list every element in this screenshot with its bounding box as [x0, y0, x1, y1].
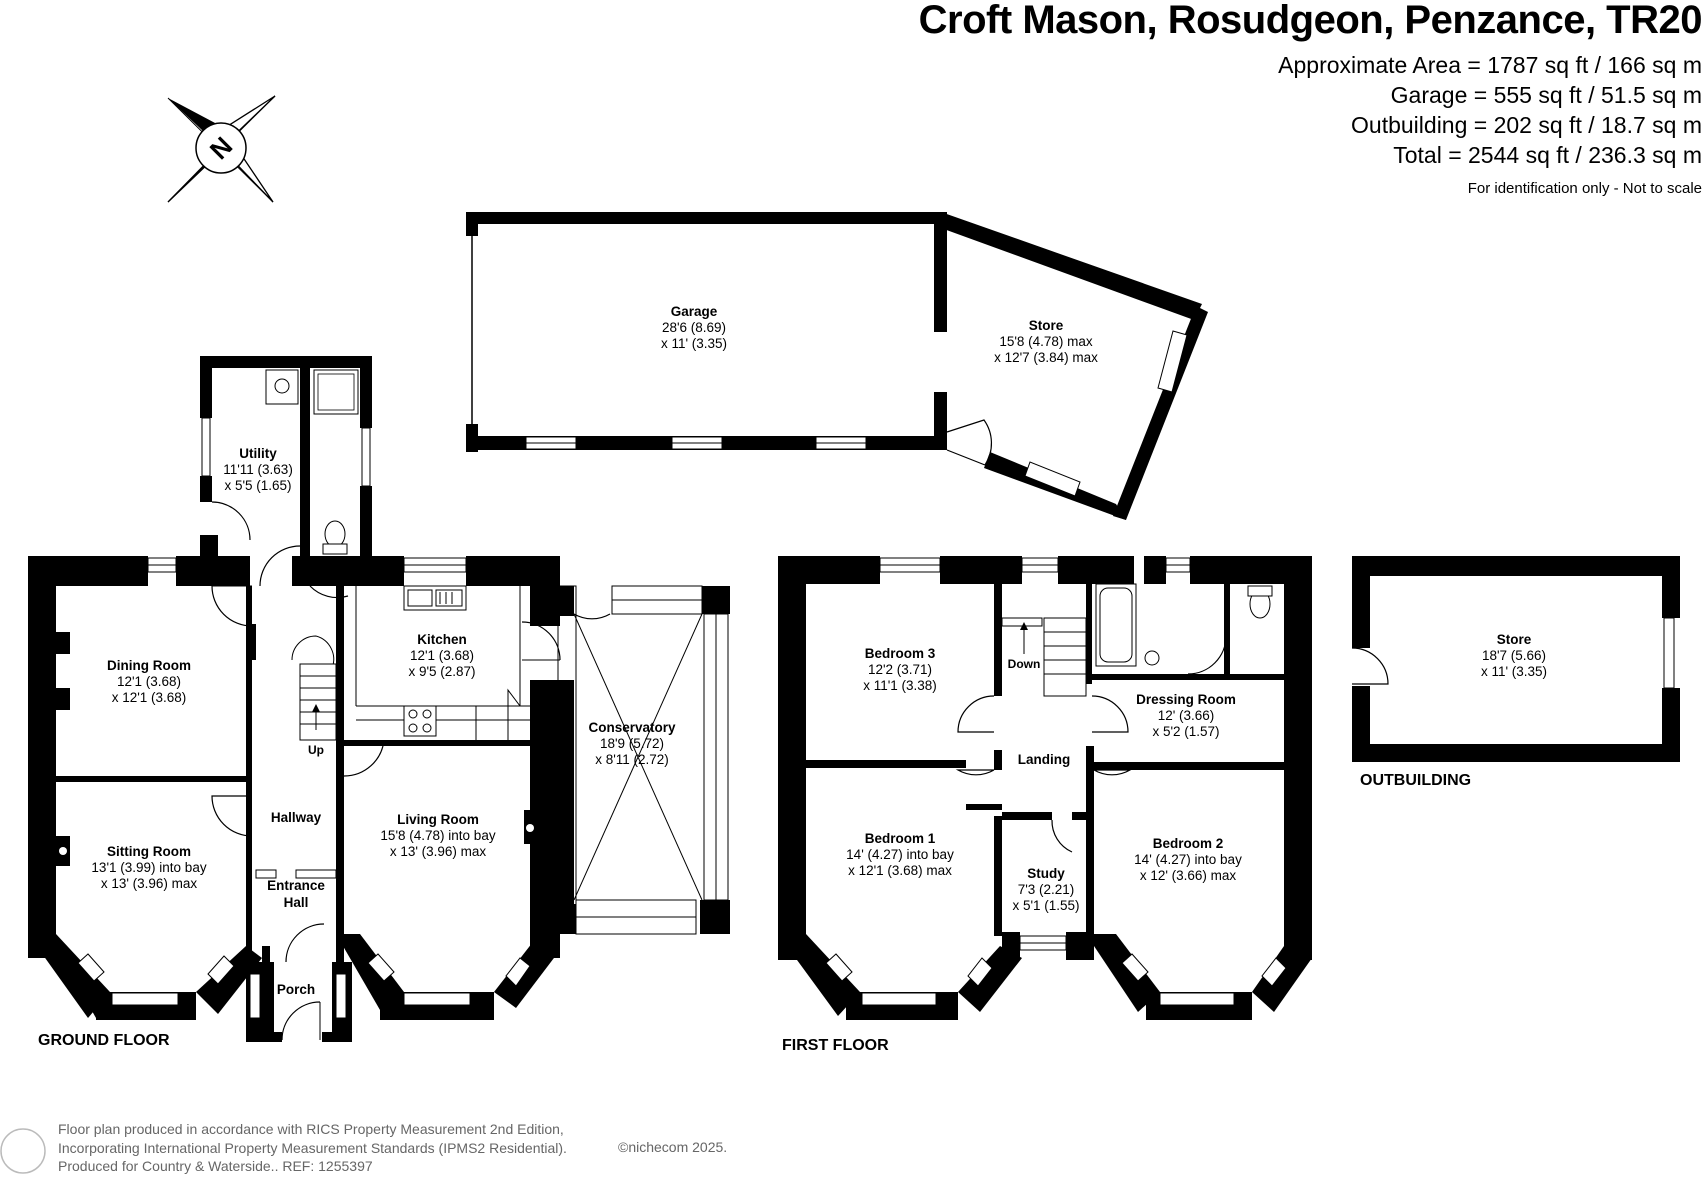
ground-floor-label: GROUND FLOOR: [38, 1032, 170, 1049]
rics-logo: [0, 1128, 46, 1174]
total-area: Total = 2544 sq ft / 236.3 sq m: [1393, 142, 1702, 168]
garage-dim1: 28'6 (8.69): [662, 320, 726, 335]
hallway-label: Hallway: [271, 810, 322, 825]
porch-label: Porch: [277, 982, 315, 997]
disclaimer: For identification only - Not to scale: [1467, 180, 1702, 197]
floor-labels: GROUND FLOOR FIRST FLOOR OUTBUILDING: [38, 772, 1471, 1054]
bedroom2-dim1: 14' (4.27) into bay: [1134, 852, 1242, 867]
footer-line-3: Produced for Country & Waterside.. REF: …: [58, 1158, 373, 1174]
garage-label: Garage: [671, 304, 718, 319]
bedroom3-dim2: x 11'1 (3.38): [863, 678, 937, 693]
compass-rose: N: [167, 95, 276, 203]
ground-floor-walls: [28, 545, 561, 1042]
sitting-dim2: x 13' (3.96) max: [101, 876, 198, 891]
approximate-area: Approximate Area = 1787 sq ft / 166 sq m: [1278, 52, 1702, 78]
stairs-down-label: Down: [1008, 657, 1041, 671]
bedroom1-label: Bedroom 1: [865, 831, 936, 846]
garage-area: Garage = 555 sq ft / 51.5 sq m: [1390, 82, 1702, 108]
bedroom1-dim1: 14' (4.27) into bay: [846, 847, 954, 862]
utility-dim1: 11'11 (3.63): [223, 462, 293, 477]
footer-line-1: Floor plan produced in accordance with R…: [58, 1121, 564, 1137]
kitchen-label: Kitchen: [417, 632, 467, 647]
utility-walls: [200, 356, 372, 557]
entrance-label2: Hall: [284, 895, 309, 910]
conservatory-dim1: 18'9 (5.72): [600, 736, 664, 751]
out-store-dim1: 18'7 (5.66): [1482, 648, 1546, 663]
first-floor-label: FIRST FLOOR: [782, 1037, 889, 1054]
out-store-dim2: x 11' (3.35): [1481, 664, 1547, 679]
sitting-label: Sitting Room: [107, 844, 191, 859]
living-label: Living Room: [397, 812, 479, 827]
garage-dim2: x 11' (3.35): [661, 336, 727, 351]
dining-dim2: x 12'1 (3.68): [112, 690, 187, 705]
out-store-label: Store: [1497, 632, 1532, 647]
bedroom3-label: Bedroom 3: [865, 646, 936, 661]
dining-dim1: 12'1 (3.68): [117, 674, 181, 689]
study-dim1: 7'3 (2.21): [1018, 882, 1075, 897]
dining-label: Dining Room: [107, 658, 191, 673]
store-dim2: x 12'7 (3.84) max: [994, 350, 1098, 365]
outbuilding-label: OUTBUILDING: [1360, 772, 1471, 789]
footer-note: Floor plan produced in accordance with R…: [58, 1120, 727, 1176]
bedroom1-dim2: x 12'1 (3.68) max: [848, 863, 952, 878]
room-labels: Garage 28'6 (8.69) x 11' (3.35) Store 15…: [91, 304, 1547, 997]
outbuilding-walls: [1351, 556, 1680, 762]
utility-dim2: x 5'5 (1.65): [224, 478, 291, 493]
kitchen-dim2: x 9'5 (2.87): [408, 664, 475, 679]
bedroom2-label: Bedroom 2: [1153, 836, 1224, 851]
conservatory-label: Conservatory: [588, 720, 676, 735]
first-floor-walls: [778, 556, 1312, 1020]
outbuilding-area: Outbuilding = 202 sq ft / 18.7 sq m: [1351, 112, 1702, 138]
sitting-dim1: 13'1 (3.99) into bay: [91, 860, 206, 875]
dressing-dim1: 12' (3.66): [1158, 708, 1215, 723]
dressing-dim2: x 5'2 (1.57): [1152, 724, 1219, 739]
kitchen-dim1: 12'1 (3.68): [410, 648, 474, 663]
bedroom2-dim2: x 12' (3.66) max: [1140, 868, 1237, 883]
store-label: Store: [1029, 318, 1064, 333]
footer-copyright: ©nichecom 2025.: [618, 1139, 728, 1155]
conservatory-walls: [557, 585, 730, 935]
living-dim1: 15'8 (4.78) into bay: [380, 828, 495, 843]
utility-label: Utility: [239, 446, 277, 461]
living-dim2: x 13' (3.96) max: [390, 844, 487, 859]
property-title: Croft Mason, Rosudgeon, Penzance, TR20: [918, 0, 1703, 42]
conservatory-dim2: x 8'11 (2.72): [595, 752, 669, 767]
garage-walls: [466, 212, 1208, 520]
dressing-label: Dressing Room: [1136, 692, 1236, 707]
bedroom3-dim1: 12'2 (3.71): [868, 662, 932, 677]
landing-label: Landing: [1018, 752, 1071, 767]
store-dim1: 15'8 (4.78) max: [999, 334, 1093, 349]
study-dim2: x 5'1 (1.55): [1012, 898, 1079, 913]
study-label: Study: [1027, 866, 1065, 881]
stairs-up-label: Up: [308, 743, 324, 757]
entrance-label: Entrance: [267, 878, 325, 893]
footer-line-2: Incorporating International Property Mea…: [58, 1139, 567, 1156]
